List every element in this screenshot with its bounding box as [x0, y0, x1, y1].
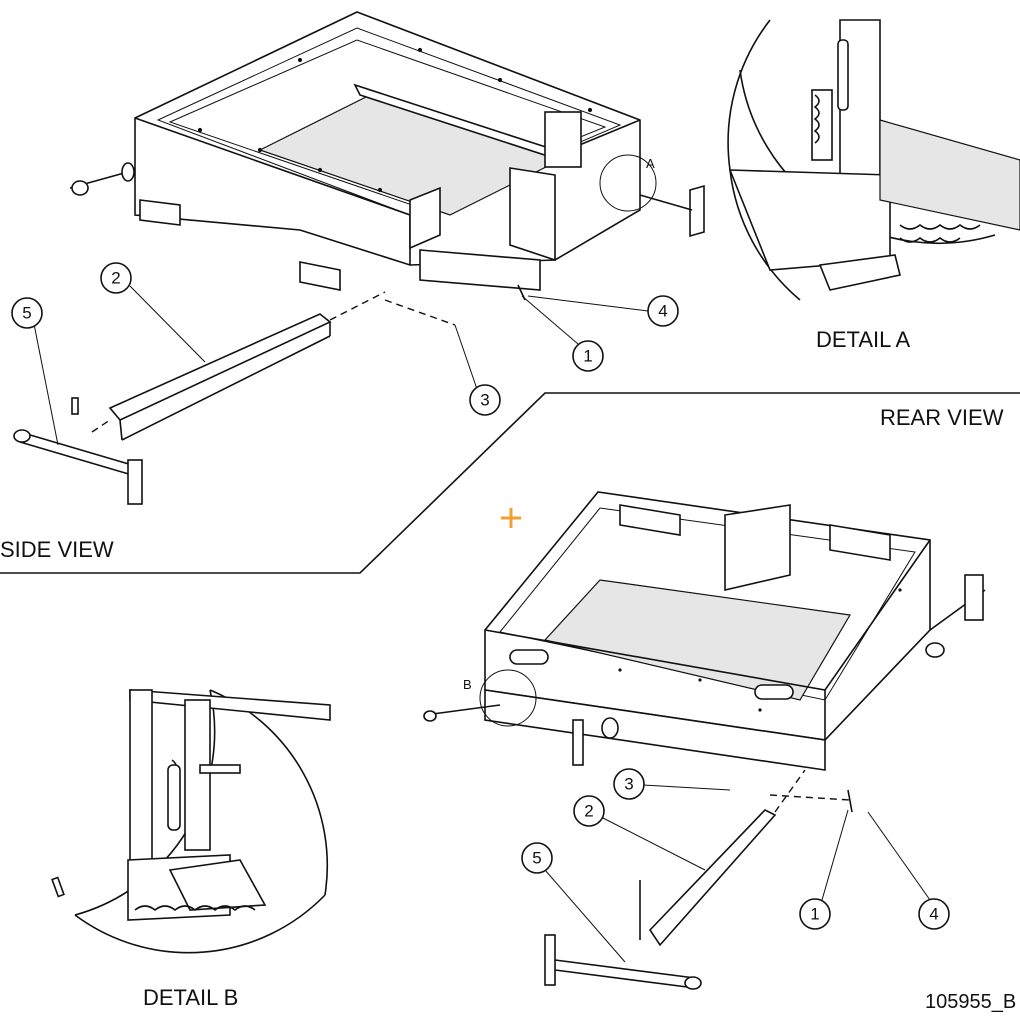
callout-rear-1: 1	[799, 898, 831, 930]
svg-text:1: 1	[583, 347, 592, 366]
callout-side-1: 1	[572, 340, 604, 372]
detail-a-view	[727, 19, 1020, 301]
plus-marker-icon	[501, 508, 521, 528]
side-view-assembly: A	[13, 11, 705, 505]
rear-view-title: REAR VIEW	[880, 405, 1004, 430]
detail-b-view	[51, 689, 331, 954]
callout-side-3: 3	[469, 384, 501, 416]
view-divider	[0, 392, 1020, 574]
detail-b-title: DETAIL B	[143, 985, 238, 1010]
callout-side-2: 2	[100, 262, 132, 294]
detail-a-marker: A	[646, 156, 655, 171]
svg-text:2: 2	[584, 802, 593, 821]
svg-text:4: 4	[929, 905, 938, 924]
callout-rear-5: 5	[521, 842, 553, 874]
svg-text:5: 5	[22, 304, 31, 323]
callout-rear-3: 3	[613, 768, 645, 800]
svg-text:3: 3	[480, 391, 489, 410]
drawing-number: 105955_B	[925, 991, 1016, 1013]
svg-text:1: 1	[810, 905, 819, 924]
callout-rear-4: 4	[918, 898, 950, 930]
rear-view-assembly: B	[423, 491, 986, 990]
callout-side-5: 5	[11, 297, 43, 329]
detail-a-title: DETAIL A	[816, 327, 910, 352]
svg-text:5: 5	[532, 849, 541, 868]
svg-text:2: 2	[111, 269, 120, 288]
callout-side-4: 4	[647, 295, 679, 327]
side-view-title: SIDE VIEW	[0, 537, 114, 562]
callout-rear-2: 2	[573, 795, 605, 827]
detail-b-marker: B	[463, 677, 472, 692]
svg-text:4: 4	[658, 302, 667, 321]
svg-text:3: 3	[624, 775, 633, 794]
